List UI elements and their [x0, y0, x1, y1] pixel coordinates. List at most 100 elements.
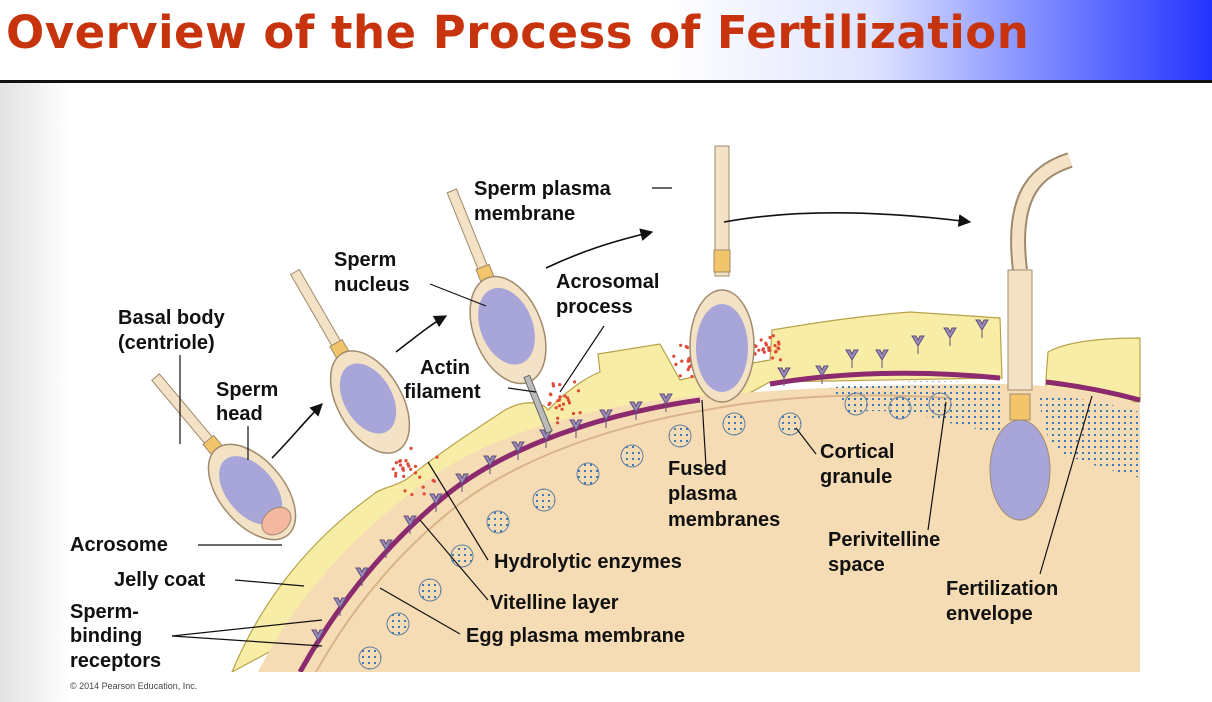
label-receptors-2: binding: [70, 625, 142, 647]
enzyme-dot: [571, 411, 576, 416]
receptor-mark: [333, 597, 347, 616]
receptor-mark: [911, 335, 925, 354]
cortical-granule-mark: [450, 544, 474, 568]
label-hydrolytic-enzymes: Hydrolytic enzymes: [494, 551, 682, 573]
enzyme-dot: [413, 464, 418, 468]
enzyme-dot: [403, 489, 407, 493]
enzyme-dot: [776, 340, 781, 344]
enzyme-dot: [674, 362, 678, 366]
enzyme-dot: [685, 345, 690, 350]
enzyme-dot: [567, 401, 572, 405]
enzyme-dot: [548, 392, 553, 396]
label-basal-body-1: Basal body: [118, 307, 226, 329]
vitelline-layer-line: [297, 397, 701, 672]
enzyme-dot: [768, 348, 772, 352]
enzyme-dot: [409, 467, 413, 471]
receptor-mark: [355, 567, 369, 586]
cortical-granule-mark: [532, 488, 556, 512]
diagram-labels: Sperm plasma membrane Sperm nucleus Acro…: [70, 178, 1058, 691]
receptor-mark: [875, 349, 889, 368]
label-sperm-head-2: head: [216, 403, 263, 425]
receptor-mark: [483, 455, 497, 474]
enzyme-dot: [548, 401, 552, 405]
enzyme-dot: [398, 459, 402, 463]
perivitelline-space-fill-right: [1040, 394, 1140, 478]
cortical-granule-mark: [888, 396, 912, 420]
enzyme-dot: [421, 485, 425, 489]
receptor-mark: [629, 401, 643, 420]
enzyme-dot: [394, 471, 398, 475]
label-perivitelline-1: Perivitelline: [828, 529, 940, 551]
cortical-granule-mark: [358, 646, 382, 670]
cortical-granule-mark: [576, 462, 600, 486]
label-egg-plasma-membrane: Egg plasma membrane: [466, 625, 685, 647]
enzyme-dot: [435, 455, 439, 459]
enzyme-dot: [418, 475, 422, 479]
enzyme-dot: [422, 492, 426, 496]
copyright-notice: © 2014 Pearson Education, Inc.: [70, 681, 197, 691]
label-fused-3: membranes: [668, 509, 780, 531]
enzyme-dot: [410, 492, 414, 497]
enzyme-dot: [757, 348, 761, 352]
label-sperm-plasma-membrane-2: membrane: [474, 203, 575, 225]
enzyme-dot: [768, 335, 772, 340]
enzyme-dot: [413, 471, 418, 475]
receptor-mark: [429, 493, 443, 512]
receptor-mark: [511, 441, 525, 460]
enzyme-dot: [678, 374, 682, 378]
enzyme-dot: [774, 349, 778, 353]
receptor-mark: [599, 409, 613, 428]
enzyme-dot: [394, 461, 398, 465]
egg-plasma-membrane-line: [315, 394, 951, 672]
enzyme-dot: [406, 462, 410, 466]
label-fused-2: plasma: [668, 483, 738, 505]
enzyme-dot: [764, 343, 769, 347]
enzyme-dot: [573, 380, 577, 384]
receptor-mark: [975, 319, 989, 338]
receptor-mark: [569, 419, 583, 438]
label-perivitelline-2: space: [828, 554, 885, 576]
label-fertilization-envelope-1: Fertilization: [946, 578, 1058, 600]
enzyme-dot: [767, 346, 771, 350]
sperm-5: [989, 152, 1073, 521]
enzyme-dot: [567, 398, 571, 402]
enzyme-dot: [773, 344, 777, 348]
cortical-granule-mark: [844, 392, 868, 416]
cortical-granule-mark: [668, 424, 692, 448]
enzyme-dot: [690, 374, 694, 379]
enzyme-dot: [759, 338, 763, 342]
receptor-mark: [777, 367, 791, 386]
perivitelline-space-fill: [830, 381, 1002, 431]
enzyme-dot: [686, 368, 690, 372]
enzyme-dot: [560, 407, 564, 411]
cortical-granule-mark: [778, 412, 802, 436]
enzyme-dot: [394, 474, 398, 478]
sperm-1: [151, 373, 297, 541]
enzyme-dot: [762, 350, 767, 354]
label-sperm-nucleus-2: nucleus: [334, 274, 410, 296]
page-title: Overview of the Process of Fertilization: [6, 6, 1030, 59]
enzyme-dot: [776, 346, 780, 350]
enzyme-dot: [391, 467, 395, 471]
slide-left-shade: [0, 83, 70, 702]
enzyme-dot: [771, 356, 775, 360]
label-cortical-2: granule: [820, 466, 892, 488]
leader-lines: [171, 187, 1093, 647]
title-bar: Overview of the Process of Fertilization: [0, 0, 1212, 83]
receptor-mark: [455, 473, 469, 492]
enzyme-dot: [432, 479, 436, 483]
label-fertilization-envelope-2: envelope: [946, 603, 1033, 625]
enzyme-dot: [576, 389, 581, 393]
sperm-binding-receptors: [311, 319, 989, 648]
label-acrosome: Acrosome: [70, 534, 168, 556]
enzyme-dot: [687, 357, 691, 361]
enzyme-dot: [578, 411, 582, 415]
label-jelly-coat: Jelly coat: [114, 569, 206, 591]
enzyme-dot: [558, 383, 562, 387]
cortical-granule-mark: [620, 444, 644, 468]
enzyme-dot: [401, 467, 405, 471]
label-receptors-1: Sperm-: [70, 601, 139, 623]
label-vitelline-layer: Vitelline layer: [490, 592, 619, 614]
cortical-granule-mark: [386, 612, 410, 636]
